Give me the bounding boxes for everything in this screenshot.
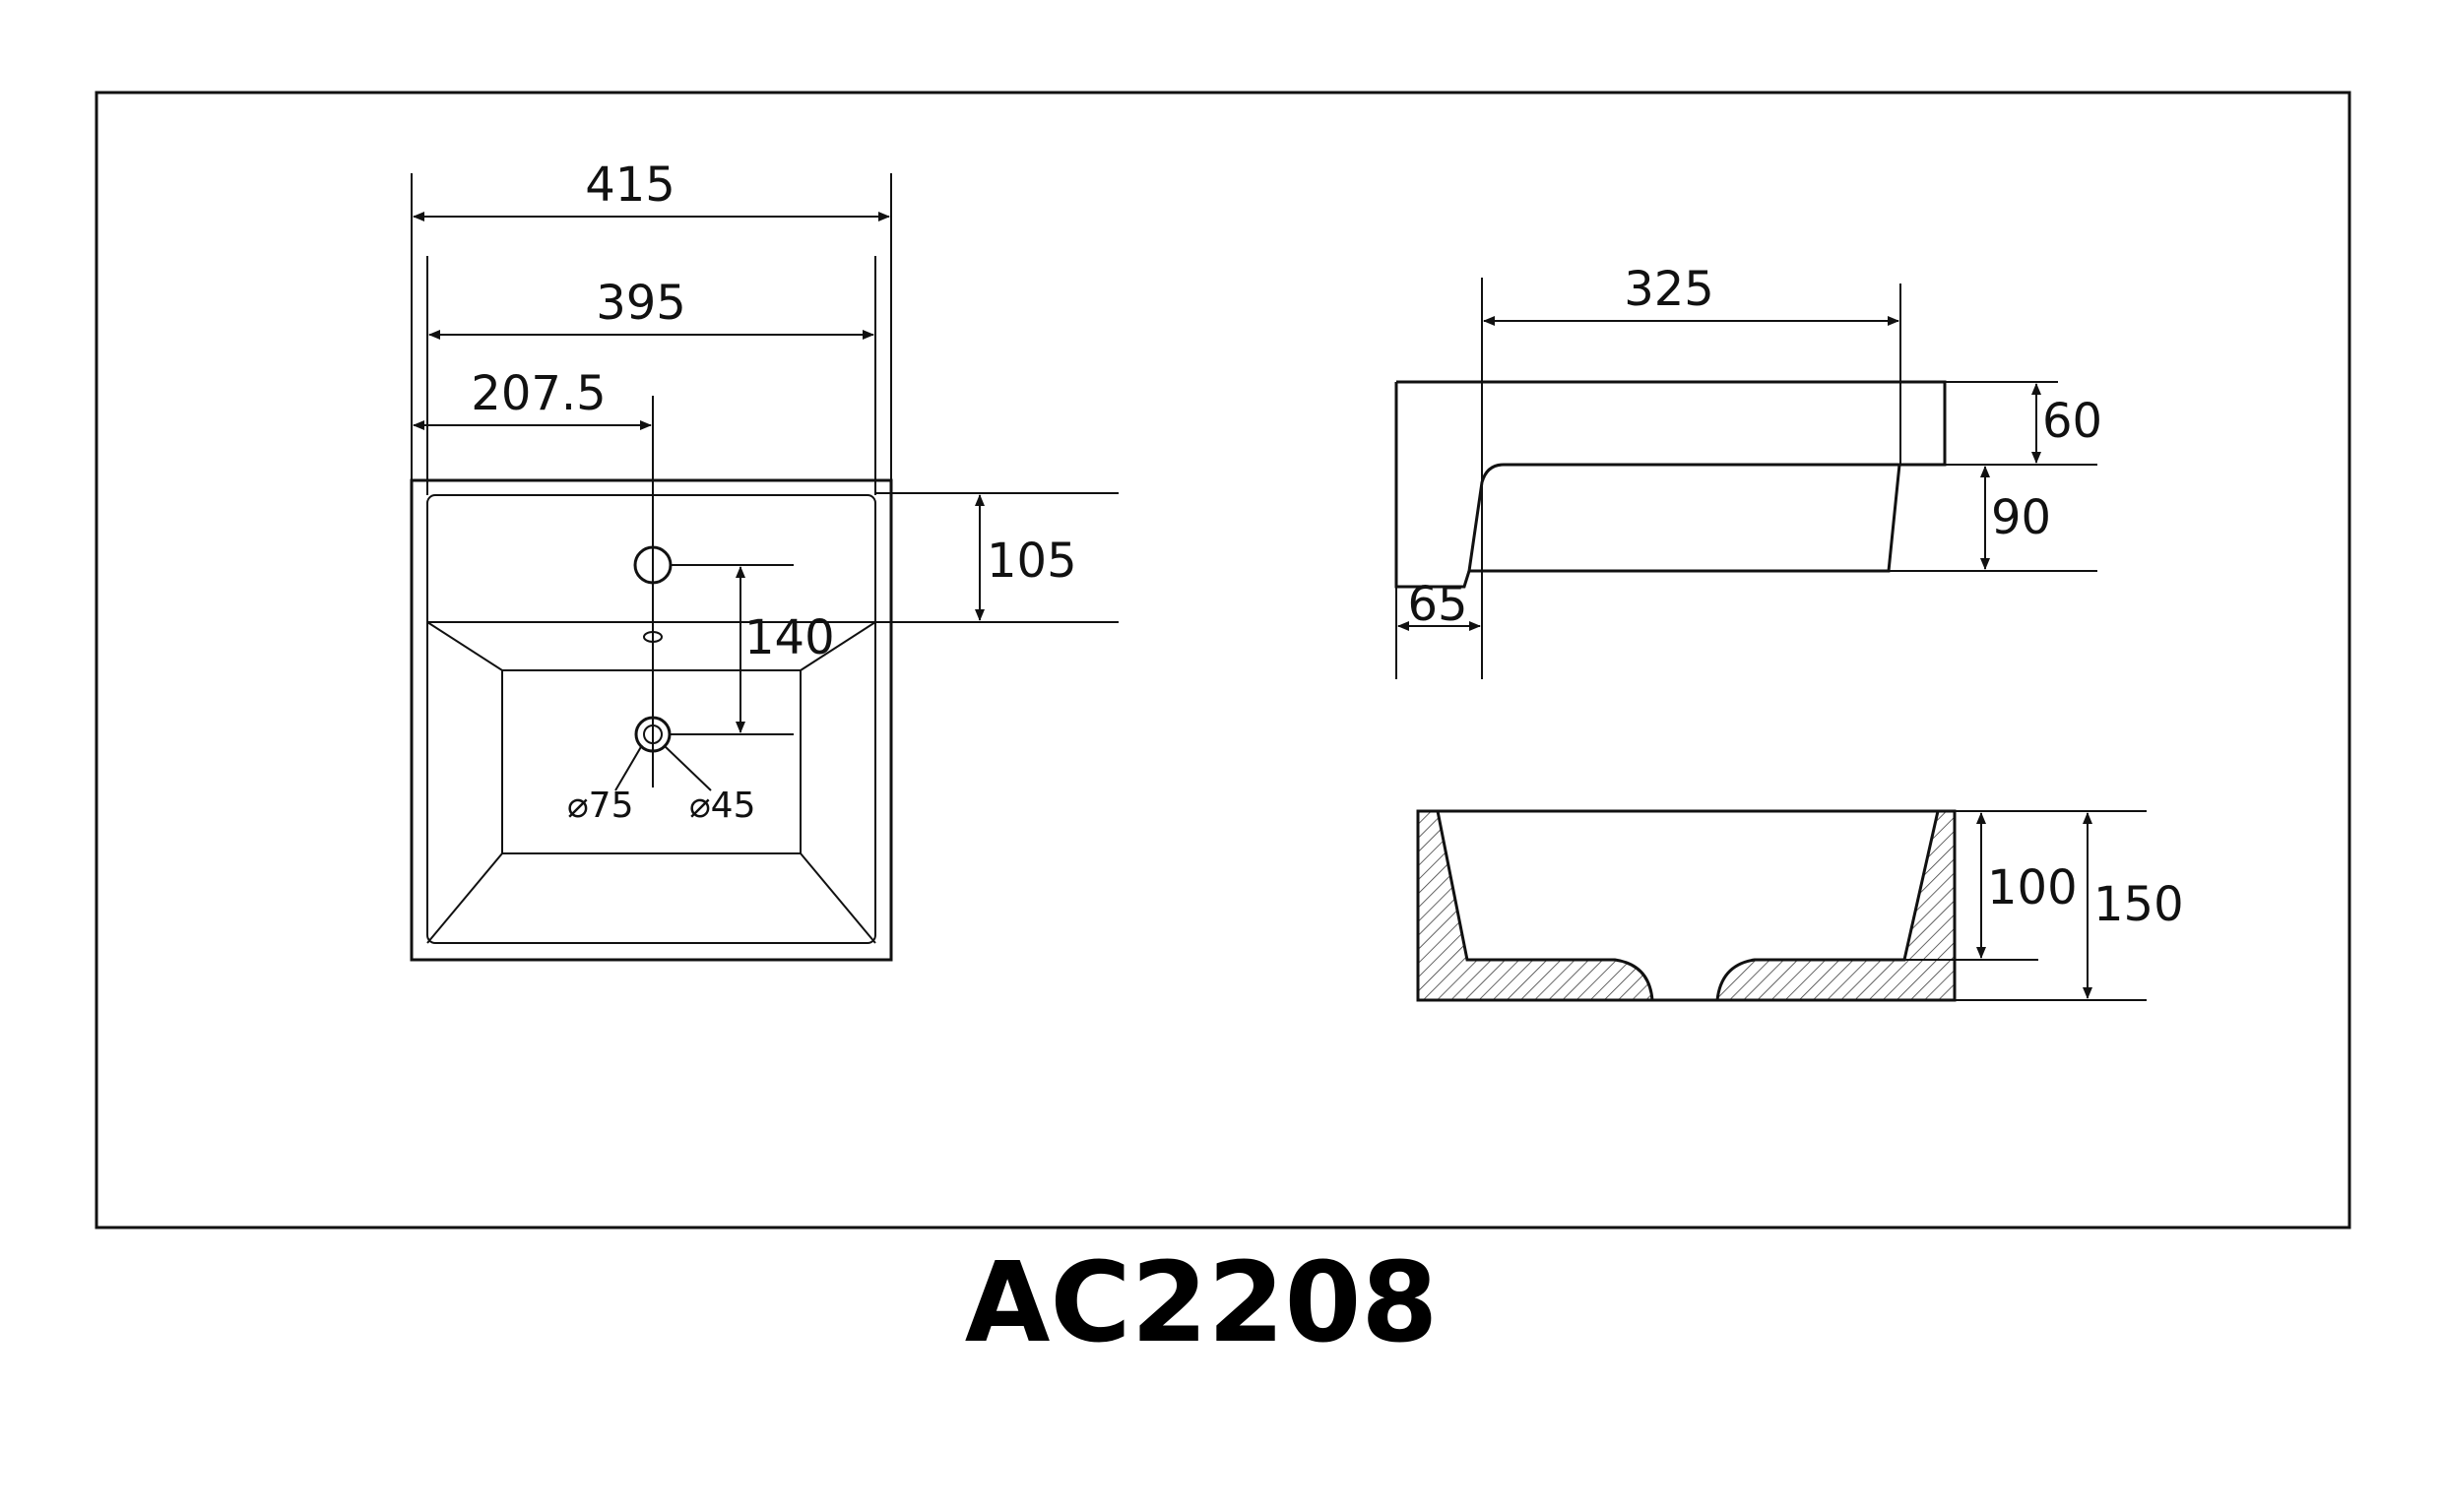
dim-inner-width: 395	[596, 276, 686, 331]
dim-body-height: 90	[1991, 490, 2051, 545]
section-wall-right	[1715, 809, 1957, 1002]
bowl-slope-line	[426, 852, 503, 944]
dim-total-height: 150	[2093, 877, 2184, 932]
dim-tap-to-drain: 140	[744, 610, 835, 665]
leader-line	[663, 744, 712, 791]
side-view: 325 60 90 65	[1394, 262, 2102, 679]
bowl-slope-line	[800, 852, 876, 944]
drawing-frame	[95, 91, 2351, 1229]
dim-overall-width: 415	[585, 158, 675, 213]
bowl-bottom	[501, 669, 802, 854]
dim-depth: 325	[1624, 262, 1714, 317]
model-title: AC2208	[965, 1239, 1439, 1367]
basin-outer-outline	[410, 478, 893, 962]
section-wall-left	[1416, 809, 1654, 1002]
dim-tap-offset: 207.5	[471, 366, 606, 421]
side-profile	[1396, 380, 1947, 573]
basin-inner-rim	[426, 494, 876, 944]
dim-wall-setback: 65	[1407, 577, 1467, 632]
dim-tap-to-rim: 105	[987, 534, 1077, 589]
bowl-slope-line	[800, 621, 876, 671]
side-back-wall	[1394, 382, 1471, 589]
dim-drain-outer-diameter: ⌀75	[567, 786, 633, 826]
bowl-slope-line	[426, 621, 503, 671]
dim-drain-inner-diameter: ⌀45	[689, 786, 755, 826]
section-view: 100 150	[1416, 809, 2184, 1002]
leader-line	[614, 744, 643, 791]
dim-bowl-depth: 100	[1987, 860, 2078, 915]
dim-rim-height: 60	[2042, 394, 2102, 449]
top-view: 415 395 207.5 105 140 ⌀75 ⌀45	[410, 158, 1119, 962]
